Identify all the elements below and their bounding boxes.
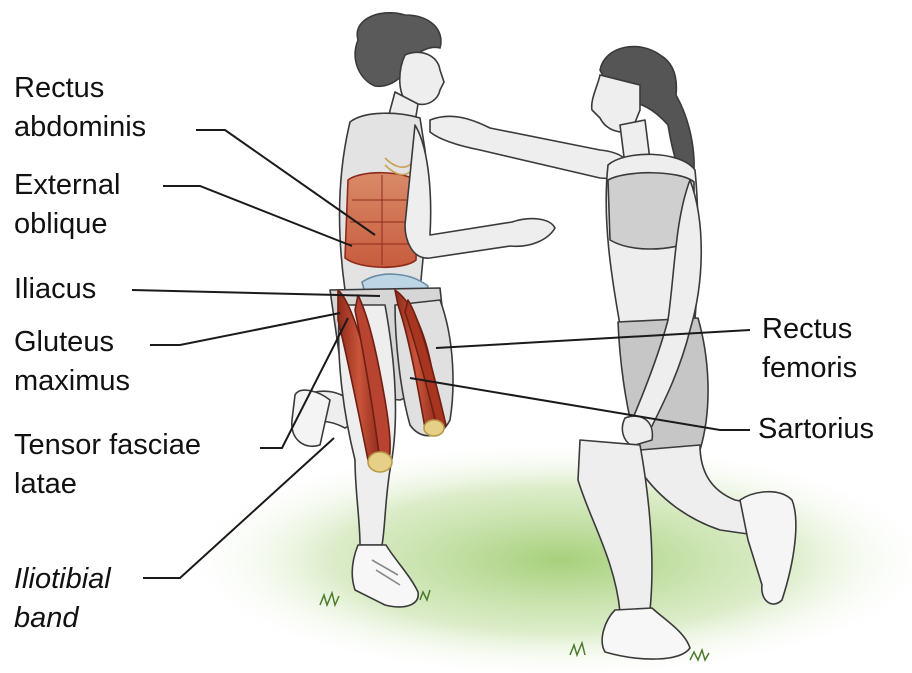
right-figure-arm bbox=[430, 116, 631, 180]
label-rectus-femoris: Rectus femoris bbox=[762, 310, 857, 388]
label-iliacus: Iliacus bbox=[14, 270, 96, 309]
label-tensor-fasciae-latae: Tensor fasciae latae bbox=[14, 426, 201, 504]
label-gluteus-maximus: Gluteus maximus bbox=[14, 323, 130, 401]
label-sartorius: Sartorius bbox=[758, 410, 874, 449]
label-rectus-abdominis: Rectus abdominis bbox=[14, 69, 146, 147]
label-iliotibial-band: Iliotibial band bbox=[14, 560, 111, 638]
label-external-oblique-line1: External bbox=[14, 166, 120, 205]
grass-ground bbox=[180, 440, 912, 673]
label-iliacus-line1: Iliacus bbox=[14, 270, 96, 309]
label-iliotibial-band-line2: band bbox=[14, 599, 111, 638]
label-rectus-abdominis-line2: abdominis bbox=[14, 108, 146, 147]
label-gluteus-maximus-line1: Gluteus bbox=[14, 323, 130, 362]
leader-external-oblique bbox=[163, 186, 352, 246]
label-iliotibial-band-line1: Iliotibial bbox=[14, 560, 111, 599]
label-tensor-fasciae-latae-line1: Tensor fasciae bbox=[14, 426, 201, 465]
leader-gluteus-maximus bbox=[150, 313, 340, 345]
label-sartorius-line1: Sartorius bbox=[758, 410, 874, 449]
label-external-oblique-line2: oblique bbox=[14, 205, 120, 244]
label-rectus-abdominis-line1: Rectus bbox=[14, 69, 146, 108]
left-figure-face bbox=[400, 52, 444, 104]
label-rectus-femoris-line1: Rectus bbox=[762, 310, 857, 349]
label-external-oblique: External oblique bbox=[14, 166, 120, 244]
label-rectus-femoris-line2: femoris bbox=[762, 349, 857, 388]
label-tensor-fasciae-latae-line2: latae bbox=[14, 465, 201, 504]
label-gluteus-maximus-line2: maximus bbox=[14, 362, 130, 401]
